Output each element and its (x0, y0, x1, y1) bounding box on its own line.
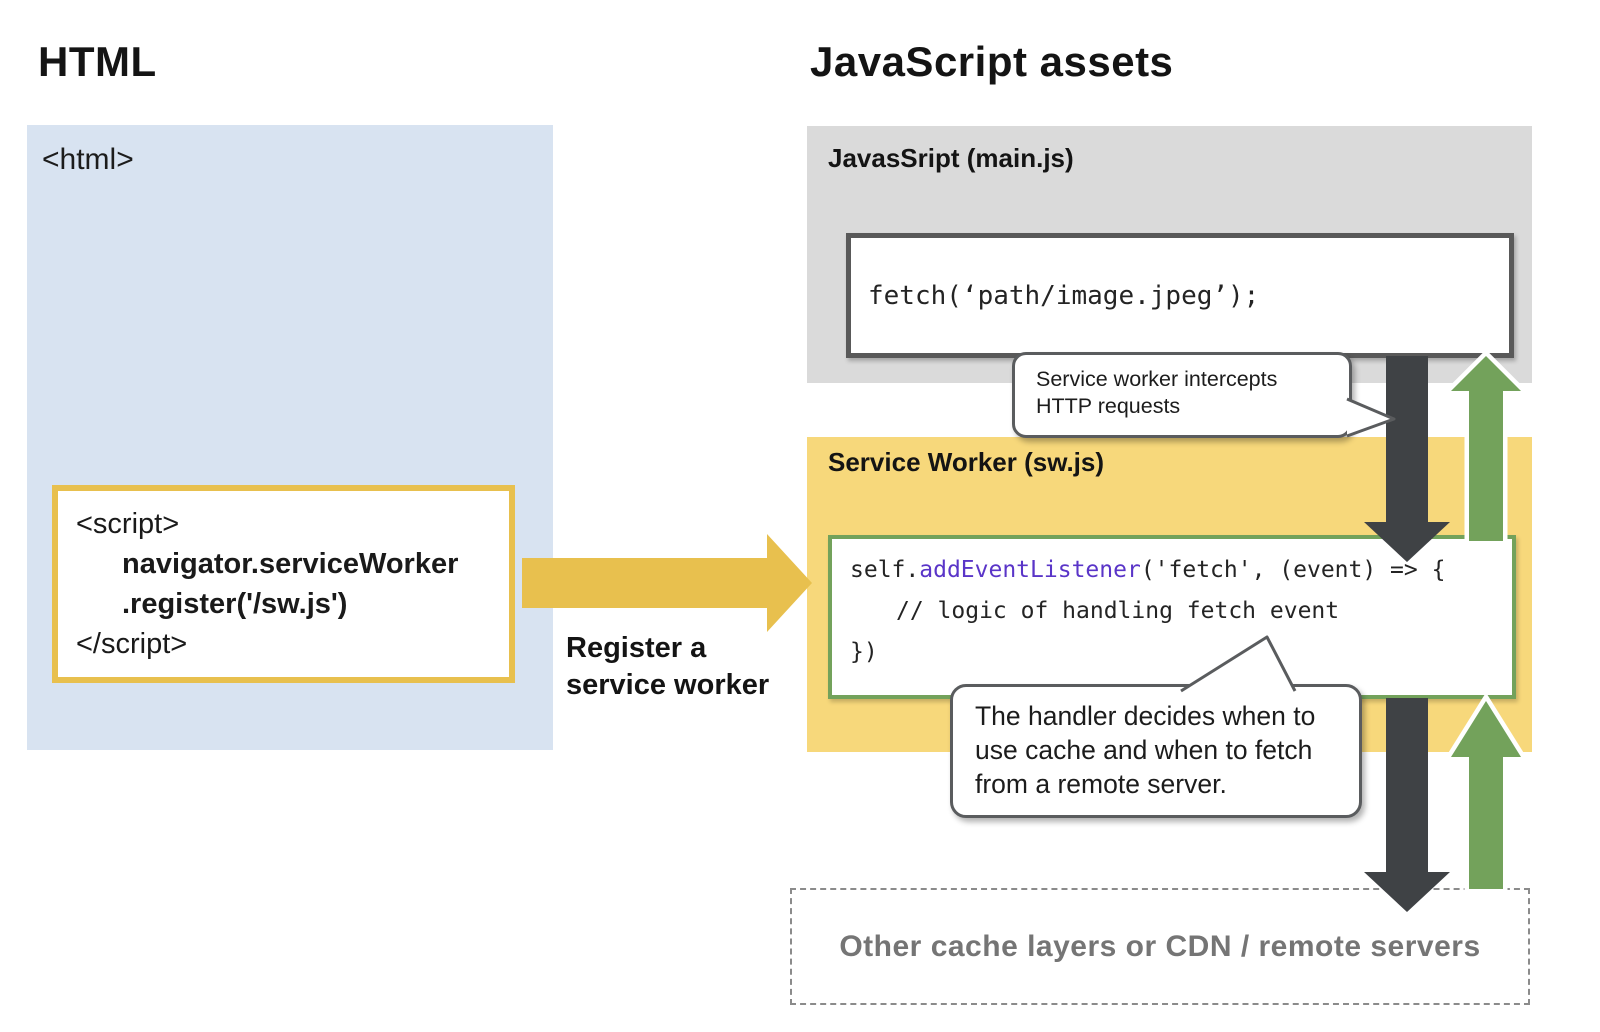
service-worker-panel-title: Service Worker (sw.js) (828, 447, 1105, 477)
register-script-box: <script> navigator.serviceWorker .regist… (52, 485, 515, 683)
handler-bubble-line-2: use cache and when to fetch (975, 735, 1313, 765)
register-arrow-label-line-1: Register a (566, 632, 707, 664)
sw-code-self: self. (850, 557, 920, 583)
sw-code-box: self.addEventListener('fetch', (event) =… (828, 535, 1516, 699)
js-assets-section-heading: JavaScript assets (810, 38, 1174, 85)
handler-bubble: The handler decides when to use cache an… (950, 684, 1362, 818)
cache-layers-box: Other cache layers or CDN / remote serve… (790, 888, 1530, 1005)
handler-bubble-line-1: The handler decides when to (975, 701, 1316, 731)
intercept-bubble: Service worker intercepts HTTP requests (1012, 352, 1352, 438)
cache-layers-label: Other cache layers or CDN / remote serve… (839, 929, 1481, 963)
script-open-tag: <script> (76, 508, 180, 540)
html-section-heading: HTML (38, 38, 157, 85)
sw-code-method: addEventListener (919, 557, 1141, 583)
script-close-tag: </script> (76, 628, 188, 660)
sw-code-line-1: self.addEventListener('fetch', (event) =… (850, 550, 1512, 591)
fetch-code: fetch(‘path/image.jpeg’); (868, 280, 1260, 311)
mainjs-panel-title: JavasSript (main.js) (828, 143, 1074, 173)
sw-code-line-2: // logic of handling fetch event (896, 598, 1340, 624)
handler-bubble-line-3: from a remote server. (975, 769, 1227, 799)
intercept-bubble-line-1: Service worker intercepts (1036, 367, 1278, 391)
fetch-code-box: fetch(‘path/image.jpeg’); (846, 233, 1514, 358)
register-arrow-label-line-2: service worker (566, 669, 770, 701)
register-arrow-label: Register a service worker (566, 630, 769, 704)
intercept-bubble-line-2: HTTP requests (1036, 394, 1181, 418)
script-code-line-1: navigator.serviceWorker (122, 548, 459, 580)
sw-code-args: ('fetch', (event) => { (1140, 557, 1446, 583)
html-tag-label: <html> (42, 143, 134, 176)
script-code-line-2: .register('/sw.js') (122, 588, 348, 620)
register-arrow (522, 534, 812, 632)
sw-code-line-3: }) (850, 639, 878, 665)
intercept-bubble-tail (1346, 397, 1396, 438)
